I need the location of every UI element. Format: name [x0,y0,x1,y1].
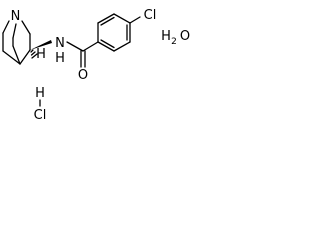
bond-n1-ch2-front [21,20,31,35]
amide-hydrogen-label: H [55,51,65,66]
bond-mid-bridge-bridgehead [12,45,21,65]
bond-ring-chlorine [129,16,141,24]
hcl-hydrogen-label: H [35,86,45,101]
water-hydrogen-label: H [161,29,171,44]
carbonyl-oxygen-label: O [78,68,88,83]
benzene-ring [82,13,131,52]
water-molecule: H 2 O [161,29,190,47]
water-oxygen-label: O [180,29,190,44]
hashed-wedge-bond [30,49,38,59]
amide-nitrogen-label: N [55,36,65,51]
quinuclidine-cage [2,20,31,65]
bond-n-carbonyl [66,41,84,52]
bond-ch2-bridgehead [2,50,21,65]
hydrochloride: H Cl [34,86,47,122]
aryl-chlorine-label: Cl [144,8,157,23]
molecular-structure: N H N H O Cl H 2 O H Cl [2,8,190,122]
wedge-bond [30,40,52,50]
water-subscript: 2 [171,37,177,47]
ring-nitrogen-label: N [11,9,21,24]
stereo-hydrogen-label: H [36,47,46,62]
bond-c3-bridgehead [19,49,31,65]
bond-n1-mid-bridge [12,23,17,39]
hcl-chlorine-label: Cl [34,108,47,122]
bond-n1-ch2-back [2,20,10,34]
